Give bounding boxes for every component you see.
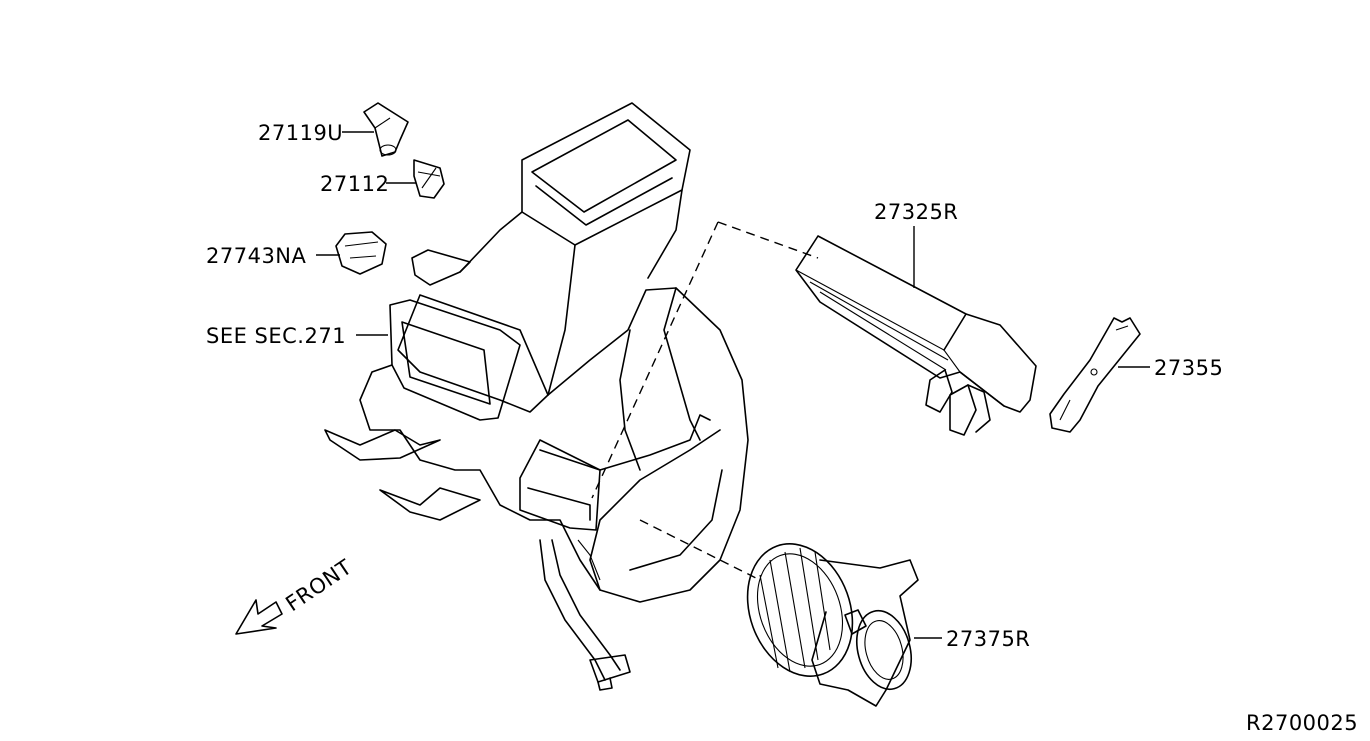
front-label: FRONT	[281, 555, 356, 616]
resistor-27355-part	[1049, 317, 1141, 433]
part-label-27112: 27112	[320, 172, 389, 196]
blower-motor-27375r-part	[746, 543, 919, 707]
part-label-see-sec: SEE SEC.271	[206, 324, 346, 348]
blower-unit-housing	[324, 102, 749, 691]
part-label-27375r: 27375R	[946, 627, 1030, 651]
part-label-27119u: 27119U	[258, 121, 343, 145]
part-label-27325r: 27325R	[874, 200, 958, 224]
front-direction-arrow	[235, 599, 283, 635]
assembly-lines	[591, 221, 819, 581]
actuator-27743na-part	[335, 231, 387, 275]
leader-lines	[316, 131, 1150, 639]
bracket-27112-part	[413, 159, 445, 199]
part-label-27355: 27355	[1154, 356, 1223, 380]
core-27325r-part	[795, 235, 1037, 436]
part-label-27743na: 27743NA	[206, 244, 307, 268]
clip-27119u-part	[363, 102, 409, 157]
drawing-code: R2700025	[1246, 711, 1358, 735]
